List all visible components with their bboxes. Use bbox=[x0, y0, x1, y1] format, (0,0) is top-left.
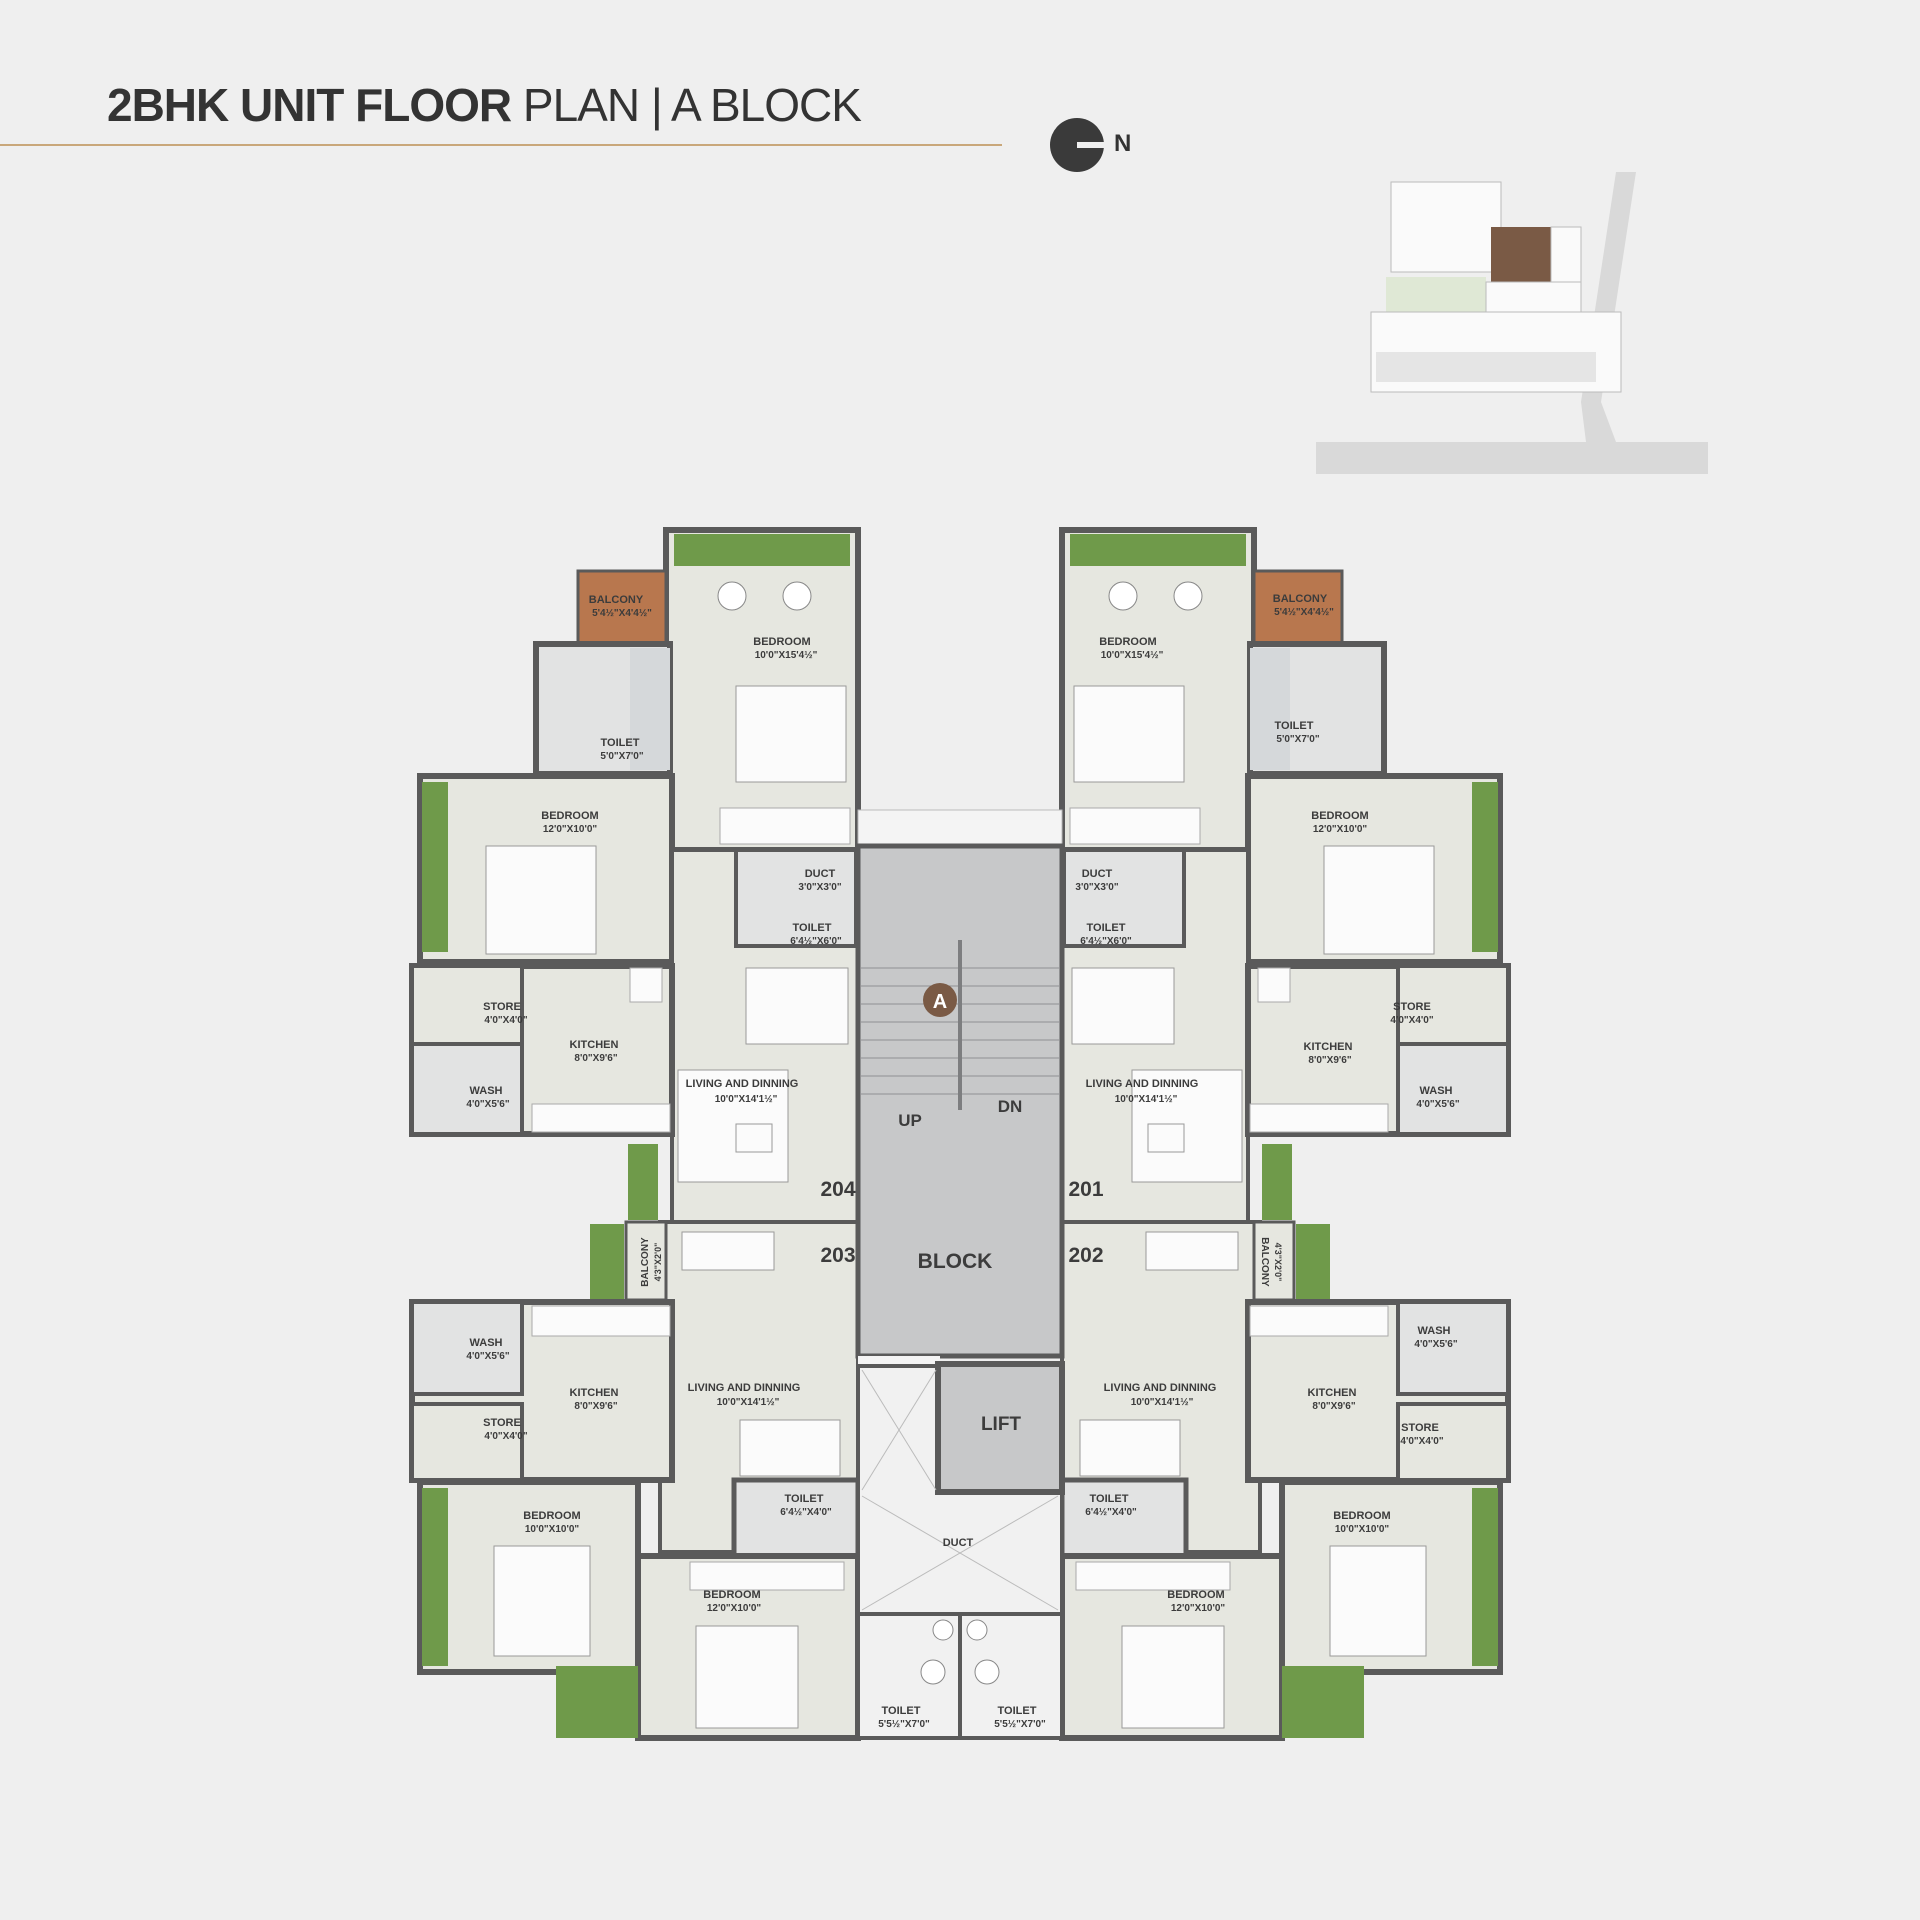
kitchen-l2-label: KITCHEN bbox=[570, 1387, 619, 1399]
living-l2-dim: 10'0"X14'1½" bbox=[717, 1397, 780, 1408]
bedroom-l2-label: BEDROOM bbox=[523, 1510, 580, 1522]
toilet-tr-label: TOILET bbox=[1275, 720, 1314, 732]
living-l1-label: LIVING AND DINNING bbox=[686, 1078, 799, 1090]
wash-l2-label: WASH bbox=[470, 1337, 503, 1349]
block-marker-icon bbox=[923, 983, 957, 1017]
central-core bbox=[855, 809, 1065, 1740]
wash-r2-dim: 4'0"X5'6" bbox=[1414, 1339, 1457, 1350]
highlighted-block bbox=[1491, 227, 1551, 282]
kitchen-l1-label: KITCHEN bbox=[570, 1039, 619, 1051]
store-l1-label: STORE bbox=[483, 1001, 521, 1013]
living-r1-dim: 10'0"X14'1½" bbox=[1115, 1094, 1178, 1105]
kitchen-r1-label: KITCHEN bbox=[1304, 1041, 1353, 1053]
toilet-tl-dim: 5'0"X7'0" bbox=[600, 751, 643, 762]
balcony-tl-dim: 5'4½"X4'4½" bbox=[592, 608, 652, 619]
left-wing bbox=[409, 527, 861, 1741]
bedroom-tr-label: BEDROOM bbox=[1099, 636, 1156, 648]
living-l1-dim: 10'0"X14'1½" bbox=[715, 1094, 778, 1105]
bedroom-r2-dim: 10'0"X10'0" bbox=[1335, 1524, 1390, 1535]
balcony-l2-label: BALCONY bbox=[640, 1237, 651, 1287]
bedroom-r3-dim: 12'0"X10'0" bbox=[1171, 1603, 1226, 1614]
common-toilet-l-dim: 5'5½"X7'0" bbox=[878, 1719, 930, 1730]
common-toilet-r-dim: 5'5½"X7'0" bbox=[994, 1719, 1046, 1730]
kitchen-r1-dim: 8'0"X9'6" bbox=[1308, 1055, 1351, 1066]
balcony-l2-dim: 4'3"X2'0" bbox=[653, 1243, 663, 1282]
living-r2-dim: 10'0"X14'1½" bbox=[1131, 1397, 1194, 1408]
bedroom-l1-label: BEDROOM bbox=[541, 810, 598, 822]
toilet-tr-dim: 5'0"X7'0" bbox=[1276, 734, 1319, 745]
balcony-r2-dim: 4'3"X2'0" bbox=[1273, 1243, 1283, 1282]
bedroom-r2-label: BEDROOM bbox=[1333, 1510, 1390, 1522]
unit-202-number: 202 bbox=[1068, 1244, 1103, 1267]
toilet-r1-label: TOILET bbox=[1087, 922, 1126, 934]
duct-l-dim: 3'0"X3'0" bbox=[798, 882, 841, 893]
toilet-l2-dim: 6'4½"X4'0" bbox=[780, 1507, 832, 1518]
toilet-l2-label: TOILET bbox=[785, 1493, 824, 1505]
living-l2-label: LIVING AND DINNING bbox=[688, 1382, 801, 1394]
balcony-tr-dim: 5'4½"X4'4½" bbox=[1274, 607, 1334, 618]
living-r1-label: LIVING AND DINNING bbox=[1086, 1078, 1199, 1090]
key-plan bbox=[1316, 172, 1708, 474]
living-r2-label: LIVING AND DINNING bbox=[1104, 1382, 1217, 1394]
duct-r-dim: 3'0"X3'0" bbox=[1075, 882, 1118, 893]
block-letter: A bbox=[933, 991, 947, 1013]
wash-l1-label: WASH bbox=[470, 1085, 503, 1097]
store-r1-label: STORE bbox=[1393, 1001, 1431, 1013]
balcony-r2-label: BALCONY bbox=[1259, 1237, 1270, 1287]
toilet-l1-dim: 6'4½"X6'0" bbox=[790, 936, 842, 947]
bedroom-l1-dim: 12'0"X10'0" bbox=[543, 824, 598, 835]
balcony-tr-label: BALCONY bbox=[1273, 593, 1328, 605]
bedroom-tl-dim: 10'0"X15'4½" bbox=[755, 650, 818, 661]
right-wing bbox=[1059, 527, 1511, 1741]
lift-label: LIFT bbox=[981, 1414, 1021, 1435]
store-r2-dim: 4'0"X4'0" bbox=[1400, 1436, 1443, 1447]
common-toilet-l-label: TOILET bbox=[882, 1705, 921, 1717]
store-l2-label: STORE bbox=[483, 1417, 521, 1429]
toilet-r2-dim: 6'4½"X4'0" bbox=[1085, 1507, 1137, 1518]
north-label: N bbox=[1114, 130, 1132, 157]
duct-l-label: DUCT bbox=[805, 868, 836, 880]
title-rest: PLAN | A BLOCK bbox=[511, 79, 862, 131]
kitchen-l2-dim: 8'0"X9'6" bbox=[574, 1401, 617, 1412]
kitchen-r2-label: KITCHEN bbox=[1308, 1387, 1357, 1399]
wash-r1-label: WASH bbox=[1420, 1085, 1453, 1097]
bedroom-l3-label: BEDROOM bbox=[703, 1589, 760, 1601]
bedroom-r1-dim: 12'0"X10'0" bbox=[1313, 824, 1368, 835]
stairs-up-label: UP bbox=[898, 1111, 922, 1130]
unit-204-number: 204 bbox=[820, 1178, 855, 1201]
kitchen-l1-dim: 8'0"X9'6" bbox=[574, 1053, 617, 1064]
unit-201-number: 201 bbox=[1068, 1178, 1103, 1201]
kitchen-r2-dim: 8'0"X9'6" bbox=[1312, 1401, 1355, 1412]
toilet-l1-label: TOILET bbox=[793, 922, 832, 934]
toilet-r2-label: TOILET bbox=[1090, 1493, 1129, 1505]
store-r1-dim: 4'0"X4'0" bbox=[1390, 1015, 1433, 1026]
wash-l1-dim: 4'0"X5'6" bbox=[466, 1099, 509, 1110]
title-bold: 2BHK UNIT FLOOR bbox=[107, 79, 512, 131]
block-label: BLOCK bbox=[918, 1250, 993, 1273]
store-r2-label: STORE bbox=[1401, 1422, 1439, 1434]
toilet-r1-dim: 6'4½"X6'0" bbox=[1080, 936, 1132, 947]
store-l1-dim: 4'0"X4'0" bbox=[484, 1015, 527, 1026]
bedroom-tl-label: BEDROOM bbox=[753, 636, 810, 648]
bedroom-r1-label: BEDROOM bbox=[1311, 810, 1368, 822]
wash-r2-label: WASH bbox=[1418, 1325, 1451, 1337]
store-l2-dim: 4'0"X4'0" bbox=[484, 1431, 527, 1442]
title-underline bbox=[0, 144, 1002, 146]
page-title: 2BHK UNIT FLOOR PLAN | A BLOCK bbox=[107, 78, 862, 132]
common-toilet-r-label: TOILET bbox=[998, 1705, 1037, 1717]
bedroom-r3-label: BEDROOM bbox=[1167, 1589, 1224, 1601]
bedroom-tr-dim: 10'0"X15'4½" bbox=[1101, 650, 1164, 661]
north-compass-icon bbox=[1050, 118, 1104, 172]
core-duct-label: DUCT bbox=[943, 1537, 974, 1549]
bedroom-l3-dim: 12'0"X10'0" bbox=[707, 1603, 762, 1614]
wash-r1-dim: 4'0"X5'6" bbox=[1416, 1099, 1459, 1110]
bedroom-l2-dim: 10'0"X10'0" bbox=[525, 1524, 580, 1535]
duct-r-label: DUCT bbox=[1082, 868, 1113, 880]
balcony-tl-label: BALCONY bbox=[589, 594, 644, 606]
toilet-tl-label: TOILET bbox=[601, 737, 640, 749]
stairs-down-label: DN bbox=[998, 1097, 1023, 1116]
unit-203-number: 203 bbox=[820, 1244, 855, 1267]
wash-l2-dim: 4'0"X5'6" bbox=[466, 1351, 509, 1362]
